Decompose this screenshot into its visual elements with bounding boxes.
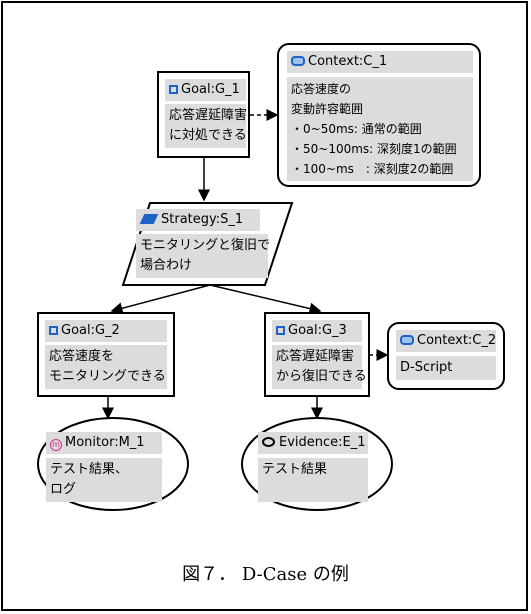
goal-g3-text: 応答遅延障害 から復旧できる bbox=[272, 345, 367, 389]
context-c2-label: Context:C_2 bbox=[417, 333, 497, 348]
context-c2-header: Context:C_2 bbox=[396, 330, 496, 352]
context-icon bbox=[291, 56, 305, 66]
goal-icon bbox=[49, 326, 58, 335]
context-c1-node[interactable]: Context:C_1 応答速度の 変動許容範囲 ・0~50ms: 通常の範囲 … bbox=[277, 43, 481, 187]
context-c2-text: D-Script bbox=[396, 356, 496, 380]
goal-icon bbox=[276, 326, 285, 335]
goal-g3-header: Goal:G_3 bbox=[272, 320, 362, 342]
goal-g1-node[interactable]: Goal:G_1 応答遅延障害 に対処できる bbox=[157, 71, 250, 158]
goal-g1-header: Goal:G_1 bbox=[165, 79, 246, 101]
evidence-e1-label: Evidence:E_1 bbox=[279, 435, 366, 450]
goal-icon bbox=[169, 85, 178, 94]
goal-g1-label: Goal:G_1 bbox=[181, 82, 240, 97]
context-icon bbox=[400, 335, 414, 345]
goal-g2-text: 応答速度を モニタリングできる bbox=[45, 345, 167, 389]
monitor-icon: m bbox=[50, 439, 62, 451]
goal-g3-label: Goal:G_3 bbox=[288, 323, 347, 338]
evidence-e1-text: テスト結果 bbox=[258, 458, 368, 502]
goal-g2-header: Goal:G_2 bbox=[45, 320, 167, 342]
context-c1-text: 応答速度の 変動許容範囲 ・0~50ms: 通常の範囲 ・50~100ms: 深… bbox=[287, 77, 473, 181]
context-c2-node[interactable]: Context:C_2 D-Script bbox=[387, 322, 505, 390]
strategy-s1-header: Strategy:S_1 bbox=[136, 209, 260, 231]
monitor-m1-text: テスト結果、 ログ bbox=[46, 458, 162, 502]
monitor-m1-label: Monitor:M_1 bbox=[65, 435, 145, 450]
goal-g3-node[interactable]: Goal:G_3 応答遅延障害 から復旧できる bbox=[264, 312, 370, 397]
figure-caption: 図７． D-Case の例 bbox=[182, 564, 349, 585]
strategy-s1-label: Strategy:S_1 bbox=[161, 212, 244, 227]
goal-g2-node[interactable]: Goal:G_2 応答速度を モニタリングできる bbox=[37, 312, 175, 397]
context-c1-header: Context:C_1 bbox=[287, 51, 473, 73]
goal-g2-label: Goal:G_2 bbox=[61, 323, 120, 338]
evidence-e1-header: Evidence:E_1 bbox=[258, 432, 368, 454]
link-s1-g3 bbox=[209, 284, 322, 315]
evidence-icon bbox=[262, 437, 275, 447]
strategy-s1-node[interactable]: Strategy:S_1 モニタリングと復旧で 場合わけ bbox=[123, 203, 292, 285]
goal-g1-text: 応答遅延障害 に対処できる bbox=[165, 104, 247, 148]
evidence-e1-node[interactable]: Evidence:E_1 テスト結果 bbox=[244, 422, 390, 506]
strategy-s1-text: モニタリングと復旧で 場合わけ bbox=[136, 234, 270, 278]
strategy-icon bbox=[139, 214, 159, 224]
context-c1-label: Context:C_1 bbox=[308, 54, 388, 69]
link-s1-g2 bbox=[110, 284, 211, 315]
